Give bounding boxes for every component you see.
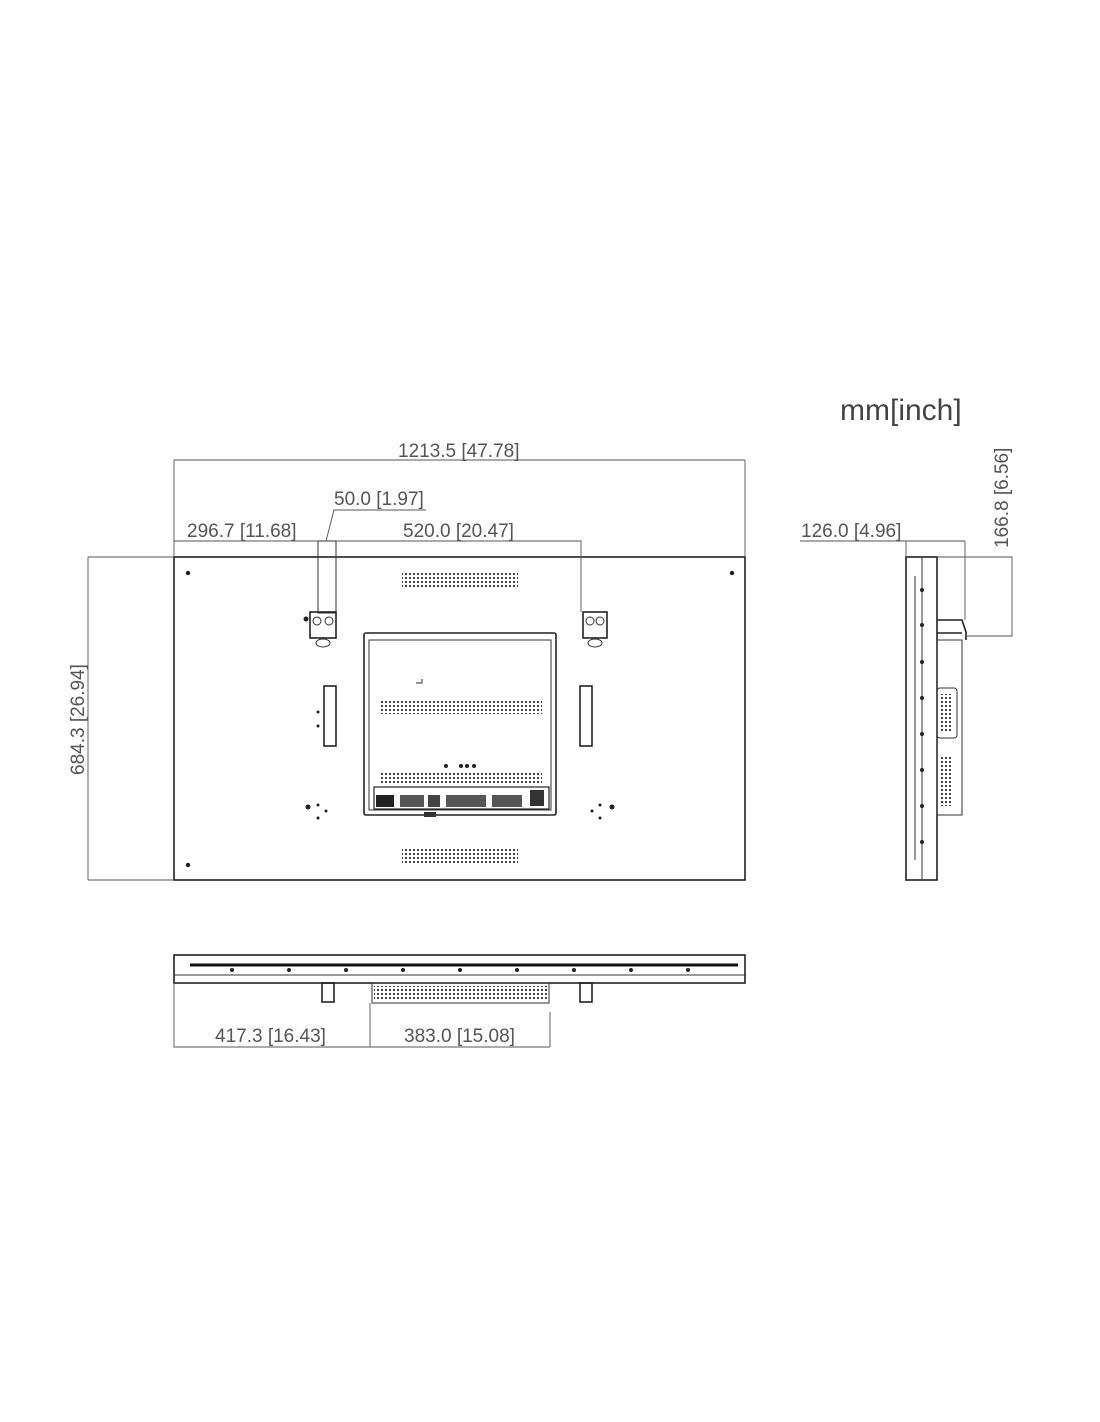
io-port-panel	[373, 786, 550, 810]
right-foot	[579, 982, 593, 1003]
right-handle	[579, 685, 593, 747]
bottom-vent	[402, 848, 518, 864]
bracket-width-dimension: 50.0 [1.97]	[334, 489, 424, 510]
top-vent	[402, 573, 518, 588]
bracket-height-dimension: 166.8 [6.56]	[992, 448, 1013, 548]
bracket-offset-dimension: 296.7 [11.68]	[187, 521, 297, 542]
bracket-spacing-dimension: 520.0 [20.47]	[403, 521, 514, 542]
overall-width-dimension: 1213.5 [47.78]	[398, 441, 520, 462]
left-mount-bracket	[303, 540, 337, 648]
rear-electronics-box	[363, 632, 557, 817]
right-mount-bracket	[582, 611, 608, 648]
left-foot	[321, 982, 335, 1003]
bottom-view: 417.3 [16.43] 383.0 [15.08]	[173, 954, 746, 1048]
side-view: 126.0 [4.96] 166.8 [6.56]	[800, 448, 1013, 881]
box-width-dimension: 383.0 [15.08]	[404, 1026, 515, 1047]
left-offset-dimension: 417.3 [16.43]	[215, 1026, 326, 1047]
unit-label: mm[inch]	[840, 394, 962, 427]
front-view: 1213.5 [47.78] 50.0 [1.97] 296.7 [11.68]…	[68, 441, 746, 881]
depth-dimension: 126.0 [4.96]	[801, 521, 901, 542]
panel-outline	[173, 556, 746, 881]
overall-height-dimension: 684.3 [26.94]	[68, 664, 89, 775]
left-handle	[323, 685, 337, 747]
